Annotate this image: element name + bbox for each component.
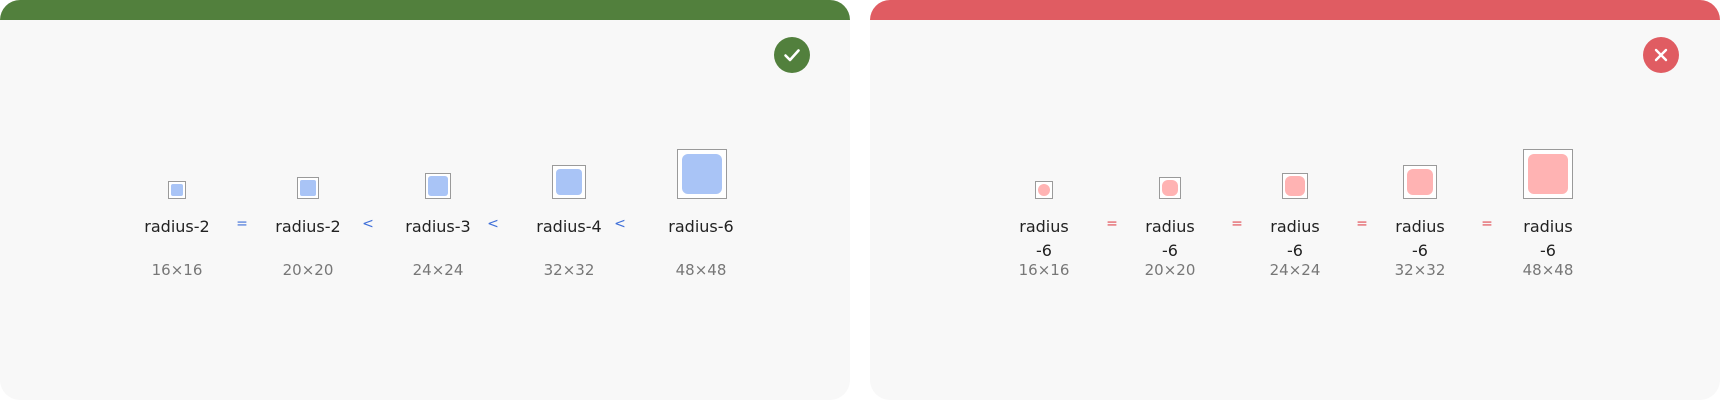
size-label: 20×20 (282, 261, 334, 279)
radius-swatch (428, 176, 448, 196)
check-icon (784, 49, 800, 62)
size-label: 16×16 (151, 261, 203, 279)
radius-swatch (1285, 176, 1305, 196)
radius-label: radius-6 (1395, 217, 1445, 260)
close-icon (1654, 48, 1668, 62)
size-preview-24 (425, 173, 451, 199)
size-preview-16 (168, 181, 186, 199)
dont-status-bar (870, 0, 1720, 20)
size-preview-48 (1523, 149, 1573, 199)
radius-label: radius-6 (1019, 217, 1069, 260)
size-preview-20 (297, 177, 319, 199)
size-label: 48×48 (675, 261, 727, 279)
dont-panel: radius-6 16×16 = radius-6 20×20 = radius… (870, 0, 1720, 400)
size-label: 20×20 (1144, 261, 1196, 279)
separator: = (1106, 216, 1118, 232)
size-label: 32×32 (1394, 261, 1446, 279)
separator: < (362, 216, 374, 232)
separator: = (1356, 216, 1368, 232)
do-badge (774, 37, 810, 73)
radius-label: radius-6 (668, 217, 734, 236)
dont-badge (1643, 37, 1679, 73)
separator: < (614, 216, 626, 232)
radius-label: radius-6 (1523, 217, 1573, 260)
size-label: 16×16 (1018, 261, 1070, 279)
separator: = (1481, 216, 1493, 232)
radius-swatch (1407, 169, 1433, 195)
radius-swatch (1528, 154, 1568, 194)
size-preview-24 (1282, 173, 1308, 199)
radius-label: radius-2 (144, 217, 210, 236)
radius-label: radius-3 (405, 217, 471, 236)
radius-swatch (1162, 180, 1178, 196)
size-preview-32 (552, 165, 586, 199)
size-label: 32×32 (543, 261, 595, 279)
separator: = (236, 216, 248, 232)
separator: = (1231, 216, 1243, 232)
radius-swatch (300, 180, 316, 196)
do-panel: radius-2 16×16 = radius-2 20×20 < radius… (0, 0, 850, 400)
radius-swatch (556, 169, 582, 195)
radius-label: radius-6 (1270, 217, 1320, 260)
radius-label: radius-2 (275, 217, 341, 236)
size-preview-48 (677, 149, 727, 199)
size-label: 48×48 (1522, 261, 1574, 279)
do-status-bar (0, 0, 850, 20)
radius-swatch (682, 154, 722, 194)
separator: < (487, 216, 499, 232)
radius-swatch (171, 184, 183, 196)
radius-label: radius-6 (1145, 217, 1195, 260)
size-preview-20 (1159, 177, 1181, 199)
size-label: 24×24 (1269, 261, 1321, 279)
radius-label: radius-4 (536, 217, 602, 236)
size-label: 24×24 (412, 261, 464, 279)
size-preview-16 (1035, 181, 1053, 199)
size-preview-32 (1403, 165, 1437, 199)
radius-swatch (1038, 184, 1050, 196)
